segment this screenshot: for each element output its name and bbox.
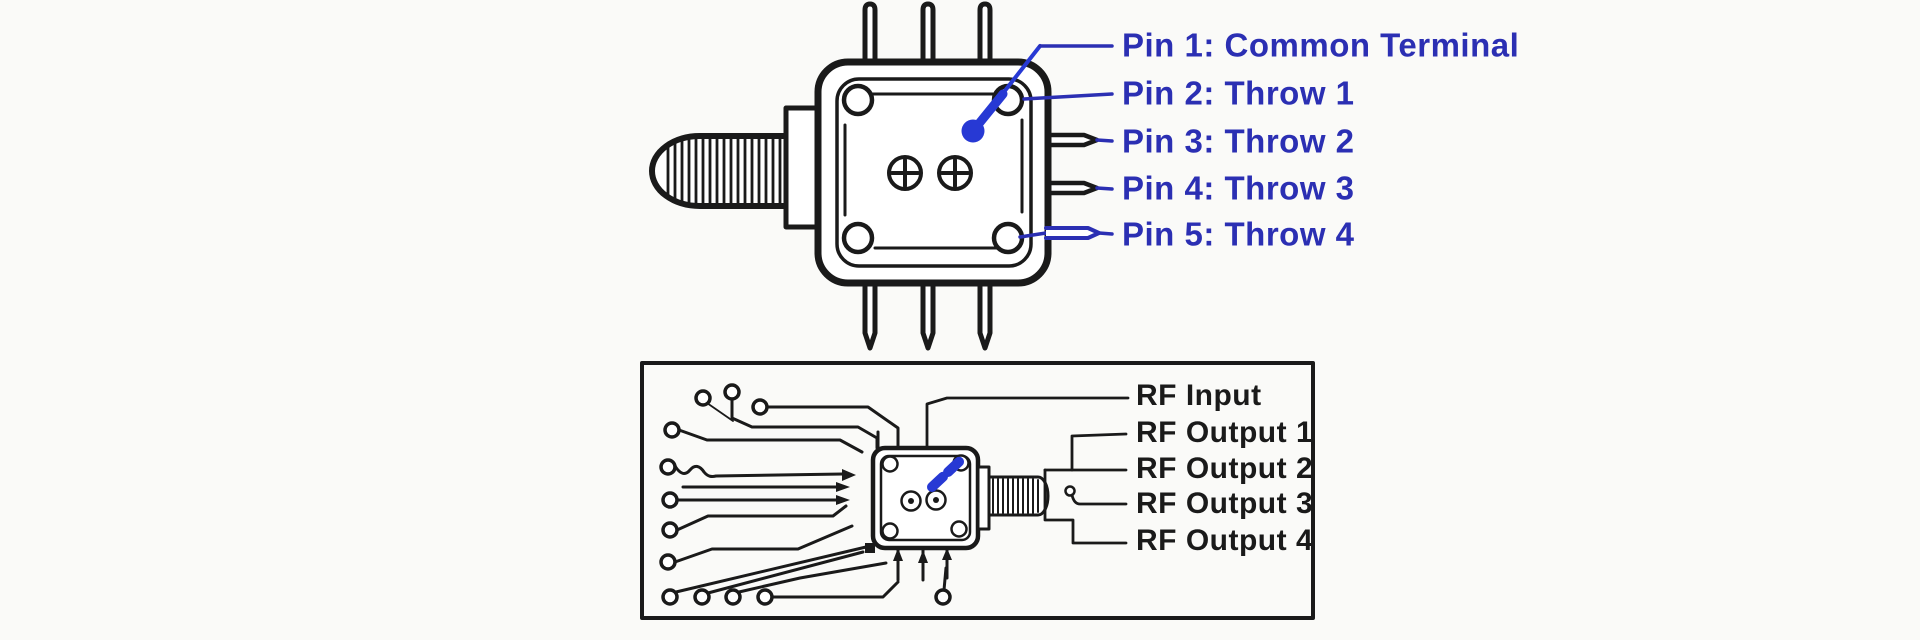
bottom-pins xyxy=(862,278,993,351)
pcb-rotor-indicator xyxy=(927,454,967,492)
pcb-traces xyxy=(673,397,952,599)
solder-pads xyxy=(659,383,952,606)
rotor-position-indicator xyxy=(961,44,1042,143)
right-pins xyxy=(1043,132,1100,196)
pcb-switch-face xyxy=(879,454,972,542)
screws xyxy=(887,155,973,191)
shaft-threads xyxy=(666,137,782,206)
pin-label-throw-4: Pin 5: Throw 4 xyxy=(1122,215,1355,253)
pcb-outline xyxy=(640,361,1315,620)
pcb-layout-diagram xyxy=(640,361,1315,620)
pcb-switch xyxy=(870,445,1050,551)
signal-label-rf-output-4: RF Output 4 xyxy=(1136,524,1314,557)
switch-rear-view-diagram xyxy=(649,1,1114,351)
pcb-switch-screws xyxy=(900,489,947,512)
pcb-switch-shaft xyxy=(976,465,1050,531)
mounting-shaft xyxy=(649,105,821,230)
signal-label-rf-input: RF Input xyxy=(1136,379,1262,412)
pin-callout-lines xyxy=(1018,44,1114,240)
signal-callout-lines xyxy=(925,396,1130,545)
pin-label-throw-2: Pin 3: Throw 2 xyxy=(1122,122,1355,160)
pin-label-throw-3: Pin 4: Throw 3 xyxy=(1122,169,1355,207)
signal-label-rf-output-1: RF Output 1 xyxy=(1136,416,1314,449)
face-inner-frame xyxy=(843,92,1024,250)
trace-arrowheads xyxy=(836,469,952,563)
pin-label-throw-1: Pin 2: Throw 1 xyxy=(1122,74,1355,112)
signal-label-rf-output-2: RF Output 2 xyxy=(1136,452,1314,485)
shaft-collar xyxy=(783,105,821,230)
pin-label-common-terminal: Pin 1: Common Terminal xyxy=(1122,26,1520,64)
top-pins xyxy=(862,1,993,67)
signal-label-rf-output-3: RF Output 3 xyxy=(1136,487,1314,520)
